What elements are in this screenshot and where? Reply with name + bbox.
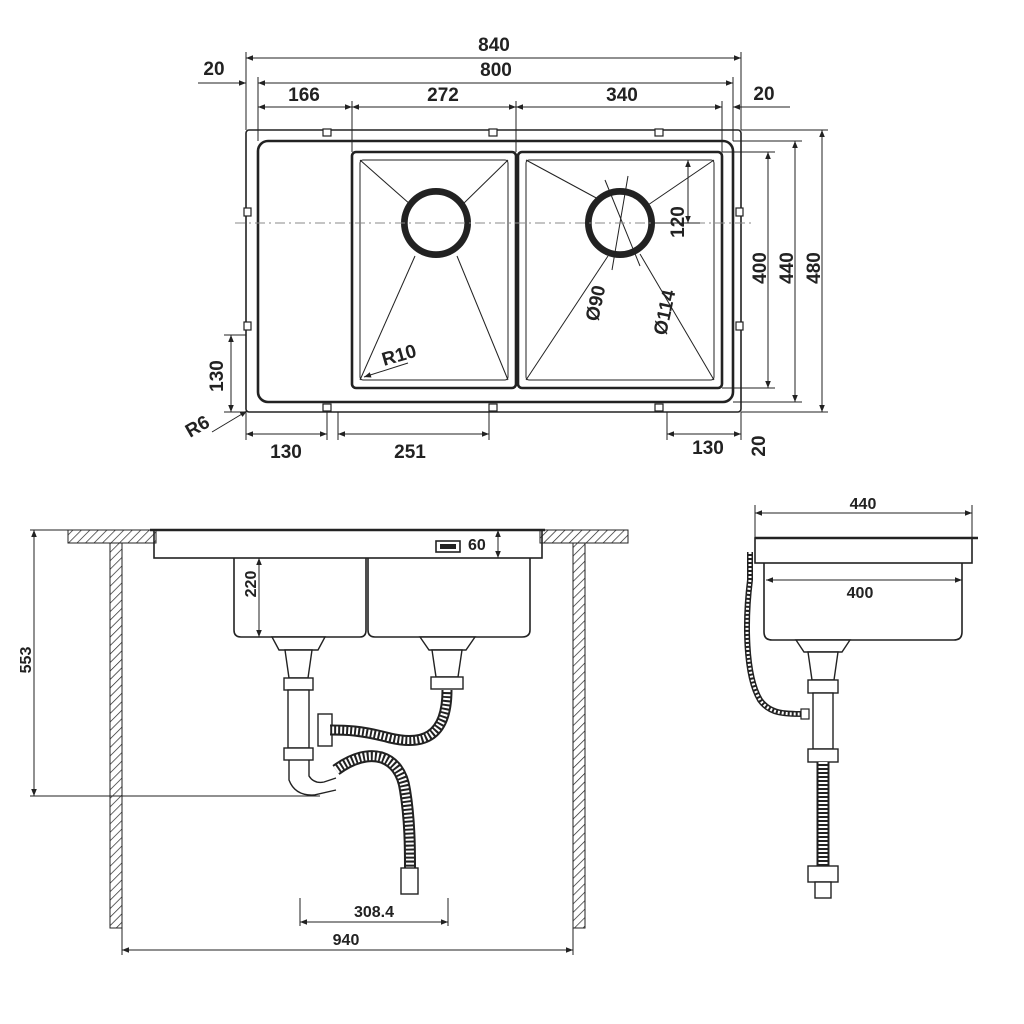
dim-drainboard: 166 [288,85,320,106]
dim-left-margin: 20 [203,59,224,80]
front-right-bowl [367,558,531,638]
dim-bottom-margin: 20 [749,435,770,456]
dim-drain-inner: Ø90 [582,284,610,324]
dim-side-overall: 440 [850,496,877,513]
side-bowl [763,563,963,641]
dim-clip-right: 130 [692,438,724,459]
dim-drain-offset: 120 [668,206,689,238]
dim-total-height: 553 [18,647,35,674]
hose-right-drain [329,689,453,746]
hose-outlet [400,867,419,895]
dim-clip-left: 130 [270,442,302,463]
dim-flange-height: 60 [468,537,486,554]
side-drain [794,639,852,899]
side-flange [754,537,973,564]
dim-outer-radius: R6 [182,412,214,442]
dim-clip-spacing: 251 [394,442,426,463]
side-view: 440 400 [744,496,978,899]
dim-clip-height: 130 [207,360,228,392]
dim-side-bowl: 400 [847,585,874,602]
dim-overall-width: 840 [478,35,510,56]
front-view: 60 220 [18,528,629,955]
left-bowl [350,150,518,390]
dim-drain-spacing: 308.4 [354,904,394,921]
dim-bowl-radius: R10 [380,341,419,371]
countertop-left [67,529,157,544]
dim-cabinet-width: 940 [333,932,360,949]
overflow-slot [435,540,461,553]
right-bowl [516,150,724,390]
dim-overall-height: 480 [804,252,825,284]
dim-bowl-height: 400 [750,252,771,284]
top-view: 840 800 20 166 272 340 20 400 44 [182,35,828,463]
left-drain-trap [270,636,337,796]
cabinet-wall-left [109,542,123,929]
side-overflow-hose [744,552,805,717]
right-drain-trap [418,636,477,690]
dim-inner-height: 440 [777,252,798,284]
dim-drain-outer: Ø114 [650,288,680,337]
sink-inner-panel [256,139,735,404]
dim-right-margin: 20 [753,84,774,105]
dim-left-bowl: 272 [427,85,459,106]
dim-right-bowl: 340 [606,85,638,106]
cabinet-wall-right [572,542,586,929]
dim-bowl-depth: 220 [243,571,260,598]
dim-inner-width: 800 [480,60,512,81]
sink-outer-rim [245,129,742,413]
mounting-clips [243,128,744,412]
countertop-right [539,529,629,544]
